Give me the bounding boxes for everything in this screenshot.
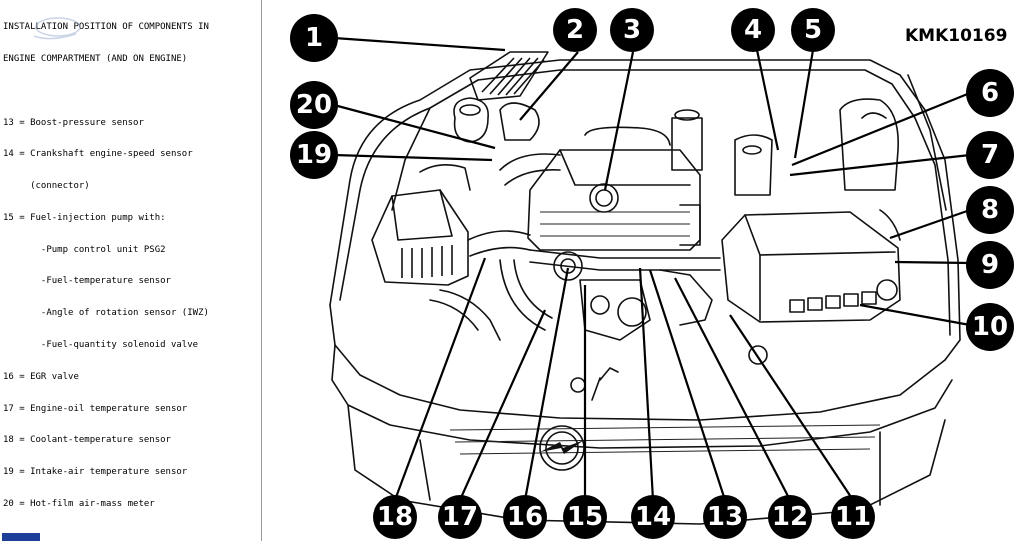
- callout-3: 3: [610, 8, 654, 52]
- legend-entry: 18 = Coolant-temperature sensor: [3, 435, 171, 446]
- legend-heading-line: ENGINE COMPARTMENT (AND ON ENGINE): [3, 53, 188, 64]
- callout-4: 4: [731, 8, 775, 52]
- svg-text:10: 10: [972, 312, 1008, 342]
- callout-11: 11: [831, 495, 875, 539]
- svg-text:12: 12: [772, 502, 808, 532]
- callout-8: 8: [966, 186, 1014, 234]
- legend-text: INSTALLATION POSITION OF COMPONENTS IN E…: [3, 1, 259, 531]
- intake-hoses: [467, 153, 721, 331]
- legend-entry: 17 = Engine-oil temperature sensor: [3, 403, 188, 414]
- svg-text:1: 1: [305, 23, 323, 53]
- legend-entry: -Angle of rotation sensor (IWZ): [3, 308, 209, 319]
- legend-entry: 20 = Hot-film air-mass meter: [3, 498, 155, 509]
- callout-6: 6: [966, 69, 1014, 117]
- engine-compartment-diagram: 1 2 3 4 5 6 7 8 9 10 11 12 13 14 15 16 1…: [263, 0, 1024, 541]
- callout-15: 15: [563, 495, 607, 539]
- svg-text:6: 6: [981, 78, 999, 108]
- svg-text:16: 16: [507, 502, 543, 532]
- engine-head: [527, 126, 701, 251]
- legend-entry: 15 = Fuel-injection pump with:: [3, 212, 166, 223]
- legend-entry: (connector): [3, 181, 90, 192]
- legend-entry: 19 = Intake-air temperature sensor: [3, 467, 188, 478]
- callout-14: 14: [631, 495, 675, 539]
- legend-spacer: [3, 86, 259, 97]
- svg-text:14: 14: [635, 502, 671, 532]
- legend-entry: 14 = Crankshaft engine-speed sensor: [3, 149, 193, 160]
- battery-fusebox: [721, 209, 901, 323]
- legend-entry: 13 = Boost-pressure sensor: [3, 117, 144, 128]
- svg-text:4: 4: [744, 15, 762, 45]
- svg-text:9: 9: [981, 250, 999, 280]
- svg-text:2: 2: [566, 15, 584, 45]
- callout-7: 7: [966, 131, 1014, 179]
- legend-heading-line: INSTALLATION POSITION OF COMPONENTS IN: [3, 22, 209, 33]
- callout-1: 1: [290, 14, 338, 62]
- callout-12: 12: [768, 495, 812, 539]
- callout-18: 18: [373, 495, 417, 539]
- lower-engine-parts: [429, 269, 768, 401]
- opel-emblem: [539, 425, 585, 471]
- svg-text:5: 5: [804, 15, 822, 45]
- svg-text:19: 19: [296, 140, 332, 170]
- svg-text:11: 11: [835, 502, 871, 532]
- legend-panel: INSTALLATION POSITION OF COMPONENTS IN E…: [0, 0, 262, 541]
- svg-text:15: 15: [567, 502, 603, 532]
- vehicle-body-outline: [329, 59, 961, 525]
- air-filter-housing: [371, 164, 471, 286]
- svg-text:13: 13: [707, 502, 743, 532]
- leader-lines: [333, 36, 971, 501]
- legend-entry: -Pump control unit PSG2: [3, 244, 166, 255]
- reference-code: KMK10169: [905, 26, 1007, 46]
- callout-20: 20: [290, 81, 338, 129]
- svg-text:3: 3: [623, 15, 641, 45]
- callout-10: 10: [966, 303, 1014, 351]
- svg-text:18: 18: [377, 502, 413, 532]
- legend-entry: -Fuel-temperature sensor: [3, 276, 171, 287]
- svg-text:17: 17: [442, 502, 478, 532]
- reservoirs: [453, 97, 899, 196]
- legend-entry: -Fuel-quantity solenoid valve: [3, 340, 199, 350]
- svg-text:20: 20: [296, 90, 332, 120]
- corner-mark: [2, 533, 40, 541]
- callout-17: 17: [438, 495, 482, 539]
- callout-2: 2: [553, 8, 597, 52]
- cowl-vent: [469, 51, 549, 101]
- callout-16: 16: [503, 495, 547, 539]
- callout-9: 9: [966, 241, 1014, 289]
- legend-entry: 16 = EGR valve: [3, 371, 79, 382]
- engine-drawing: 1 2 3 4 5 6 7 8 9 10 11 12 13 14 15 16 1…: [290, 8, 1014, 539]
- callout-circles: 1 2 3 4 5 6 7 8 9 10 11 12 13 14 15 16 1…: [290, 8, 1014, 539]
- svg-text:8: 8: [981, 195, 999, 225]
- callout-13: 13: [703, 495, 747, 539]
- callout-19: 19: [290, 131, 338, 179]
- callout-5: 5: [791, 8, 835, 52]
- svg-text:7: 7: [981, 140, 999, 170]
